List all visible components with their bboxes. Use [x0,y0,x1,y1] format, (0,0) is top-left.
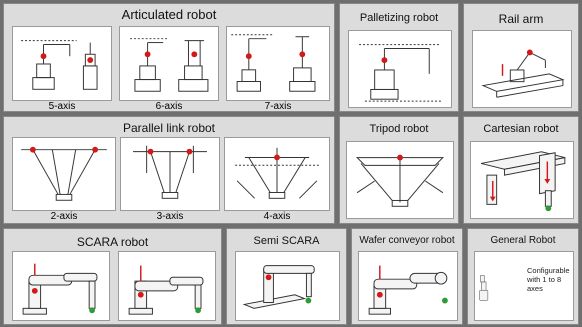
general-robot-panel: General Robot Configurable with 1 to 8 a… [467,228,579,325]
general-robot-diagram [479,275,489,301]
scara-drawing-1 [12,251,110,321]
3-axis-drawing [120,137,220,211]
5-axis-diagram [21,40,98,90]
6-axis-drawing [119,26,219,101]
4-axis-drawing [224,137,330,211]
panel-title: Semi SCARA [253,235,320,247]
general-robot-note: Configurable with 1 to 8 axes [527,266,570,293]
palletizing-drawing [348,30,452,108]
parallel-link-robot-panel: Parallel link robot 2-axis [3,116,335,224]
semi-scara-drawing [235,251,340,321]
5-axis-drawing [12,26,112,101]
panel-title: Rail arm [498,12,544,26]
7-axis-diagram [231,34,316,92]
3-axis-diagram [133,145,207,199]
semi-scara-panel: Semi SCARA [226,228,347,325]
articulated-robot-panel: Articulated robot 5-axis [3,3,335,112]
scara-robot-panel: SCARA robot [3,228,222,325]
palletizing-diagram [359,44,443,102]
4-axis-label: 4-axis [263,211,291,222]
2-axis-label: 2-axis [50,211,78,222]
5-axis-label: 5-axis [48,101,76,112]
panel-title: SCARA robot [76,235,149,249]
cartesian-diagram [480,151,566,212]
2-axis-drawing [12,137,116,211]
panel-title: General Robot [490,235,556,246]
panel-title: Wafer conveyor robot [359,235,455,246]
rail-arm-diagram [481,49,565,98]
2-axis-diagram [21,146,107,201]
tripod-robot-panel: Tripod robot [339,116,459,224]
semi-scara-diagram [242,265,315,309]
scara-diagram-2 [128,265,204,315]
scara-diagram-1 [22,263,98,315]
3-axis-label: 3-axis [156,211,184,222]
6-axis-diagram [130,38,209,92]
wafer-conveyor-robot-panel: Wafer conveyor robot [351,228,463,325]
tripod-drawing [346,141,454,219]
6-axis-label: 6-axis [155,101,183,112]
scara-drawing-2 [118,251,216,321]
cartesian-drawing [470,141,574,219]
rail-arm-panel: Rail arm [463,3,579,112]
palletizing-robot-panel: Palletizing robot [339,3,459,112]
panel-title: Palletizing robot [359,12,439,24]
4-axis-diagram [235,147,319,199]
panel-title: Tripod robot [369,123,429,135]
rail-arm-drawing [472,30,572,108]
wafer-conveyor-diagram [368,265,448,315]
7-axis-label: 7-axis [264,101,292,112]
tripod-diagram [355,154,445,207]
general-robot-drawing: Configurable with 1 to 8 axes [474,251,574,321]
panel-title: Parallel link robot [122,121,216,135]
7-axis-drawing [226,26,330,101]
cartesian-robot-panel: Cartesian robot [463,116,579,224]
wafer-conveyor-drawing [358,251,458,321]
panel-title: Cartesian robot [483,123,559,135]
panel-title: Articulated robot [121,7,217,22]
